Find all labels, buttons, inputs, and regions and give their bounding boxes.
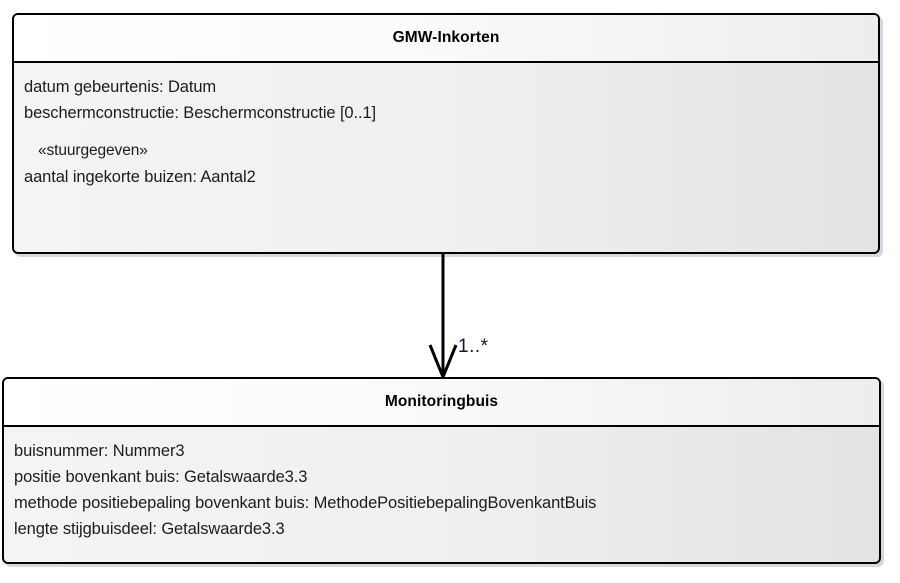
multiplicity-label-target: 1..* — [458, 336, 489, 357]
attribute-row: beschermconstructie: Beschermconstructie… — [24, 104, 377, 122]
class-attributes-monitoringbuis: buisnummer: Nummer3 positie bovenkant bu… — [4, 427, 879, 552]
class-name-monitoringbuis: Monitoringbuis — [4, 379, 879, 427]
class-name-gmw-inkorten: GMW-Inkorten — [14, 15, 878, 63]
attribute-row: methode positiebepaling bovenkant buis: … — [14, 494, 597, 512]
attribute-row: aantal ingekorte buizen: Aantal2 — [24, 168, 256, 186]
attribute-row: datum gebeurtenis: Datum — [24, 78, 217, 96]
attribute-row: buisnummer: Nummer3 — [14, 442, 185, 460]
arrowhead-open-v-icon — [428, 344, 458, 381]
class-box-monitoringbuis[interactable]: Monitoringbuis buisnummer: Nummer3 posit… — [2, 377, 881, 564]
class-attributes-gmw-inkorten: datum gebeurtenis: Datum beschermconstru… — [14, 63, 878, 200]
attribute-stereotype: «stuurgegeven» — [38, 142, 148, 159]
attribute-row: positie bovenkant buis: Getalswaarde3.3 — [14, 468, 308, 486]
attribute-row: lengte stijgbuisdeel: Getalswaarde3.3 — [14, 520, 285, 538]
class-box-gmw-inkorten[interactable]: GMW-Inkorten datum gebeurtenis: Datum be… — [12, 13, 880, 254]
